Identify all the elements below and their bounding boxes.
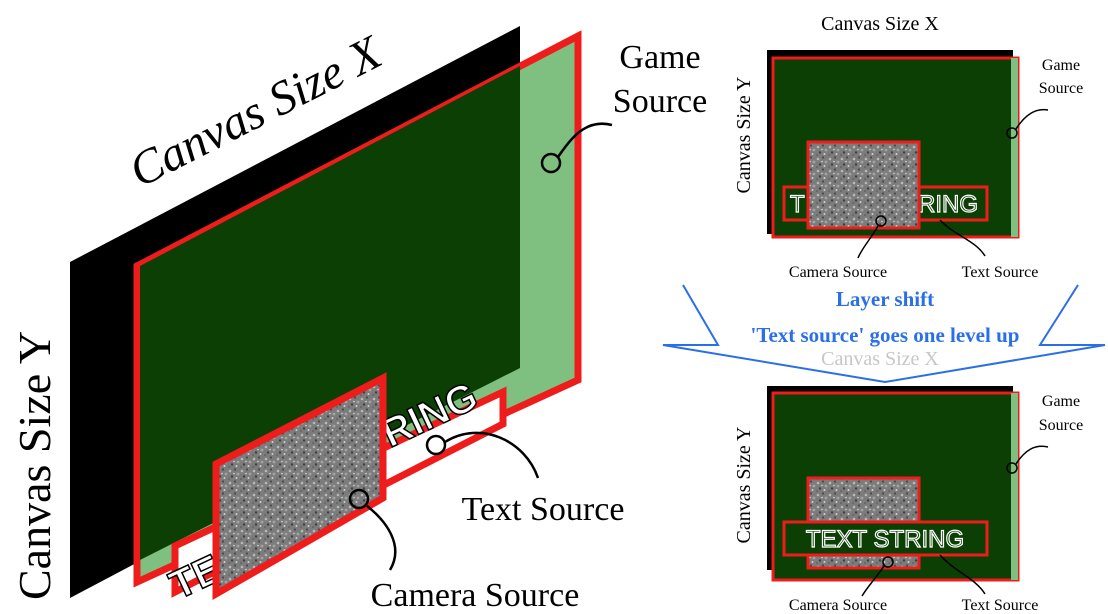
bottom-text-string: TEXT STRING — [806, 526, 964, 553]
game-source-leader — [556, 122, 613, 158]
bottom-text-source-label: Text Source — [962, 597, 1039, 614]
game-source-marker — [540, 152, 562, 174]
top-camera-source-leader — [857, 225, 879, 259]
top-game-source-label-line2: Source — [1039, 80, 1083, 97]
top-camera-source-label: Camera Source — [789, 264, 887, 281]
bottom-game-source-label-line2: Source — [1039, 417, 1083, 434]
layer-shift-subtitle: 'Text source' goes one level up — [751, 323, 1020, 347]
top-text-right: RING — [918, 191, 978, 218]
game-source-label-line1: Game — [619, 39, 700, 76]
canvas-size-y-label: Canvas Size Y — [9, 331, 60, 600]
layer-shift-ghost-label: Canvas Size X — [821, 348, 939, 370]
top-game-source-marker — [1006, 127, 1018, 139]
camera-source-leader — [366, 505, 397, 571]
top-game-source-leader — [1015, 108, 1049, 130]
camera-source-marker — [348, 488, 370, 510]
bottom-game-source-label-line1: Game — [1042, 393, 1080, 410]
right-top-view: Canvas Size X Canvas Size Y T RING Game … — [733, 13, 1083, 281]
layer-shift-title: Layer shift — [836, 287, 934, 311]
top-text-left: T — [790, 191, 805, 218]
layer-shift-arrow: Canvas Size X Layer shift 'Text source' … — [662, 284, 1106, 384]
bottom-text-source-leader — [939, 554, 986, 595]
game-source-label-line2: Source — [613, 83, 707, 120]
text-source-label: Text Source — [462, 491, 625, 528]
bottom-camera-source-marker — [882, 556, 894, 568]
top-canvas-size-y-label: Canvas Size Y — [733, 76, 755, 193]
bottom-canvas-size-y-label: Canvas Size Y — [733, 426, 755, 543]
arrow-outline — [662, 284, 1106, 384]
bottom-game-source-marker — [1006, 462, 1018, 474]
bottom-game-source-edge — [1011, 393, 1018, 580]
top-text-source-label: Text Source — [962, 264, 1039, 281]
right-bottom-view: Canvas Size Y TEXT STRING Game Source Ca… — [733, 386, 1083, 614]
top-camera-source-marker — [875, 215, 887, 227]
game-source-dark-area — [140, 66, 520, 560]
top-game-source-edge — [1011, 58, 1018, 237]
text-source-leader — [444, 431, 540, 479]
top-text-source-leader — [939, 219, 986, 257]
top-camera-source — [806, 140, 921, 230]
bottom-text-source — [782, 520, 989, 557]
top-game-source-label-line1: Game — [1042, 57, 1080, 74]
camera-source-label: Camera Source — [371, 577, 580, 614]
camera-source-plane — [212, 372, 387, 601]
left-perspective-view: RING TE Canvas Size X Canvas Size Y Game… — [9, 25, 707, 614]
bottom-game-source-leader — [1015, 445, 1049, 465]
bottom-camera-source-label: Camera Source — [789, 597, 887, 614]
top-canvas-size-x-label: Canvas Size X — [821, 13, 939, 35]
text-source-marker — [425, 434, 447, 456]
bottom-camera-source-leader — [861, 565, 885, 597]
